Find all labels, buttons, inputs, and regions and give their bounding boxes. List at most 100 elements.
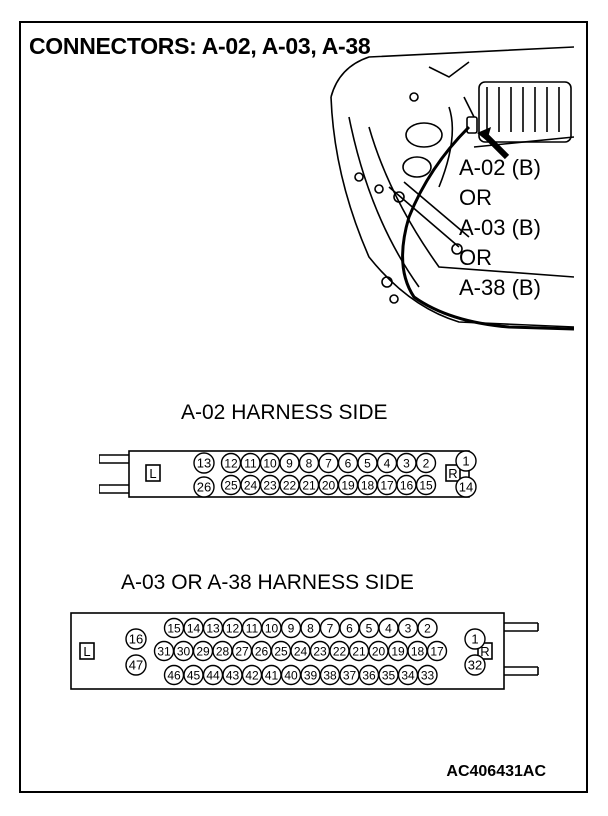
pin-label: 17 — [430, 644, 444, 658]
pin-8: 8 — [298, 452, 320, 474]
pin-17: 17 — [376, 474, 398, 496]
figure-code: AC406431AC — [446, 763, 546, 780]
pin-label: 22 — [283, 478, 297, 492]
pin-label: 14 — [187, 621, 201, 635]
a03-left-mark: L — [83, 644, 90, 659]
pin-10: 10 — [261, 617, 282, 639]
pin-3: 3 — [396, 452, 417, 474]
pin-label: 16 — [400, 478, 414, 492]
pin-9: 9 — [280, 617, 302, 639]
pin-40: 40 — [280, 664, 302, 686]
pin-13: 13 — [193, 452, 215, 474]
pin-label: 37 — [343, 668, 357, 682]
pin-25: 25 — [270, 640, 292, 662]
pin-label: 38 — [323, 668, 337, 682]
pin-16: 16 — [125, 628, 147, 650]
pin-26: 26 — [193, 476, 215, 498]
pin-22: 22 — [329, 640, 350, 662]
callout-line-4: OR — [459, 245, 492, 270]
pin-label: 36 — [362, 668, 376, 682]
pin-label: 18 — [361, 478, 375, 492]
pin-label: 19 — [391, 644, 405, 658]
pin-label: 12 — [224, 456, 238, 470]
pin-label: 9 — [286, 456, 293, 470]
a03-right-mark: R — [480, 644, 489, 659]
pin-label: 20 — [322, 478, 336, 492]
pin-label: 4 — [384, 456, 391, 470]
pin-label: 17 — [380, 478, 394, 492]
pin-label: 2 — [423, 456, 430, 470]
pin-14: 14 — [183, 617, 204, 639]
pin-label: 1 — [471, 632, 478, 647]
pin-16: 16 — [396, 474, 417, 496]
a02-title: A-02 HARNESS SIDE — [181, 401, 388, 424]
pin-28: 28 — [212, 640, 233, 662]
pin-label: 11 — [246, 621, 259, 635]
a02-left-mark: L — [149, 466, 156, 481]
pin-label: 26 — [197, 480, 211, 495]
pin-label: 23 — [313, 644, 327, 658]
pin-21: 21 — [298, 474, 320, 496]
pin-label: 43 — [226, 668, 240, 682]
pin-label: 25 — [224, 478, 238, 492]
pin-label: 13 — [206, 621, 220, 635]
pin-label: 18 — [411, 644, 425, 658]
pin-label: 42 — [245, 668, 259, 682]
pin-12: 12 — [220, 452, 242, 474]
pin-1: 1 — [464, 628, 486, 650]
pin-label: 10 — [265, 621, 279, 635]
pin-5: 5 — [357, 452, 378, 474]
pin-29: 29 — [192, 640, 214, 662]
pin-label: 21 — [302, 478, 316, 492]
pin-20: 20 — [318, 474, 339, 496]
pin-15: 15 — [163, 617, 185, 639]
pin-label: 16 — [129, 632, 143, 647]
pin-label: 2 — [424, 621, 431, 635]
pin-3: 3 — [397, 617, 419, 639]
pin-46: 46 — [163, 664, 185, 686]
pin-label: 19 — [341, 478, 355, 492]
pin-label: 27 — [235, 644, 249, 658]
pin-label: 3 — [403, 456, 410, 470]
pin-19: 19 — [337, 474, 359, 496]
pin-label: 5 — [366, 621, 373, 635]
pin-26: 26 — [251, 640, 272, 662]
pin-19: 19 — [387, 640, 409, 662]
pin-label: 35 — [382, 668, 396, 682]
pin-label: 6 — [346, 621, 353, 635]
pin-label: 31 — [157, 644, 171, 658]
pin-label: 5 — [364, 456, 371, 470]
pin-label: 29 — [196, 644, 210, 658]
pin-42: 42 — [241, 664, 263, 686]
callout-line-5: A-38 (B) — [459, 275, 541, 300]
pin-7: 7 — [318, 452, 339, 474]
pin-20: 20 — [368, 640, 389, 662]
pin-label: 39 — [304, 668, 318, 682]
pin-6: 6 — [339, 617, 360, 639]
pin-39: 39 — [300, 664, 321, 686]
pin-label: 10 — [263, 456, 277, 470]
pin-label: 8 — [307, 621, 314, 635]
pin-44: 44 — [202, 664, 224, 686]
pin-label: 13 — [197, 456, 211, 471]
pin-30: 30 — [173, 640, 194, 662]
pin-7: 7 — [319, 617, 341, 639]
pin-8: 8 — [300, 617, 321, 639]
pin-2: 2 — [417, 617, 438, 639]
pin-38: 38 — [319, 664, 341, 686]
pin-label: 33 — [421, 668, 435, 682]
pin-label: 44 — [206, 668, 220, 682]
pin-label: 15 — [419, 478, 433, 492]
pin-2: 2 — [415, 452, 437, 474]
pin-23: 23 — [259, 474, 281, 496]
pin-label: 14 — [459, 480, 473, 495]
pin-32: 32 — [464, 654, 486, 676]
pin-label: 45 — [187, 668, 201, 682]
figure-frame: CONNECTORS: A-02, A-03, A-38 — [19, 21, 588, 793]
pin-11: 11 — [240, 452, 261, 474]
pin-label: 7 — [327, 621, 334, 635]
pin-label: 6 — [345, 456, 352, 470]
pin-10: 10 — [259, 452, 281, 474]
pin-5: 5 — [358, 617, 380, 639]
